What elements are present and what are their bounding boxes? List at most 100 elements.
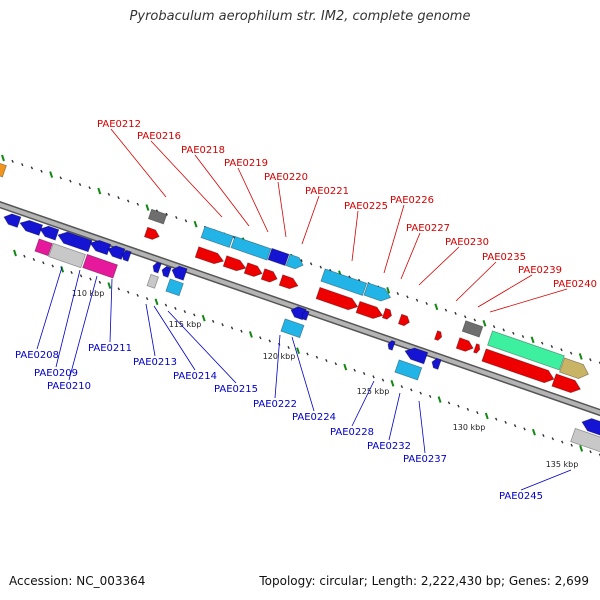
coord-dot [494, 417, 498, 421]
coord-dot [107, 192, 111, 196]
gene-label-pae0245: PAE0245 [499, 491, 543, 502]
gene-magenta [34, 238, 53, 257]
gene-label-pae0237: PAE0237 [403, 454, 447, 465]
coord-dot [193, 313, 196, 317]
gene-olive [559, 357, 590, 380]
coord-dot [325, 359, 328, 363]
coord-dot [381, 378, 385, 382]
gene-red [473, 343, 481, 354]
coord-dot [504, 420, 507, 424]
gene-label-pae0228: PAE0228 [330, 427, 374, 438]
leader-line [418, 400, 426, 454]
accession-text: Accession: NC_003364 [9, 574, 146, 588]
coord-dot [136, 293, 139, 297]
gene-label-pae0225: PAE0225 [344, 201, 388, 212]
coord-dot [287, 345, 290, 349]
coord-dot [184, 219, 188, 223]
gene-gray [147, 208, 168, 225]
coord-dot [551, 437, 555, 441]
gene-label-pae0213: PAE0213 [133, 357, 177, 368]
coord-dot [570, 443, 573, 447]
gene-red [434, 330, 443, 341]
coord-dot [502, 328, 505, 332]
coord-dot [164, 303, 168, 307]
gene-green [487, 330, 565, 371]
gene-label-pae0216: PAE0216 [137, 131, 181, 142]
gene-red [315, 286, 359, 311]
kbp-tick-label: 115 kbp [169, 320, 202, 329]
gene-label-pae0240: PAE0240 [553, 279, 597, 290]
coord-dot [300, 258, 303, 263]
coord-dot [466, 407, 470, 411]
gene-blue [161, 265, 172, 278]
gene-red [243, 262, 263, 277]
coord-dot [107, 282, 112, 289]
coord-dot [406, 295, 409, 299]
gene-features [0, 161, 600, 454]
gene-blue [581, 418, 600, 438]
leader-line [55, 269, 81, 368]
gene-blue [404, 347, 429, 365]
map-title: Pyrobaculum aerophilum str. IM2, complet… [129, 9, 471, 24]
coord-dot [386, 286, 391, 294]
leader-line [291, 336, 315, 412]
coord-dot [126, 290, 130, 294]
gene-red [397, 313, 410, 327]
leader-line [477, 274, 533, 308]
coord-dot [372, 375, 375, 379]
coord-dot [579, 445, 584, 452]
coord-dot [444, 308, 448, 312]
coord-dot [309, 262, 313, 266]
gene-label-pae0221: PAE0221 [305, 186, 349, 197]
coord-dot [145, 297, 149, 301]
coord-dot [32, 258, 36, 262]
topology-text: Topology: circular; Length: 2,222,430 bp… [259, 574, 589, 588]
leader-line [400, 232, 421, 280]
kbp-tick-label: 125 kbp [357, 387, 390, 396]
coord-dot [240, 329, 243, 333]
coord-dot [40, 169, 43, 173]
coord-dot [578, 353, 583, 360]
gene-label-pae0230: PAE0230 [445, 237, 489, 248]
coord-dot [492, 325, 496, 329]
leader-line [418, 246, 460, 286]
coordinate-dots [1, 154, 600, 457]
gene-blue [267, 247, 290, 267]
gene-labels: PAE0212PAE0216PAE0218PAE0219PAE0220PAE02… [15, 119, 597, 502]
leader-line [489, 288, 568, 313]
gene-red [481, 348, 555, 384]
coord-dot [211, 319, 215, 323]
gene-label-pae0210: PAE0210 [47, 381, 91, 392]
coord-dot [457, 404, 460, 408]
coord-dot [425, 301, 428, 305]
coord-dot [437, 396, 442, 403]
coord-dot [512, 331, 515, 335]
coord-dot [589, 358, 592, 362]
coord-dot [117, 287, 121, 291]
gene-blue [107, 245, 126, 260]
gene-red [278, 274, 299, 290]
gene-red [260, 268, 278, 283]
coord-dot [447, 401, 451, 405]
gene-red [381, 307, 393, 320]
gene-red [355, 300, 384, 319]
gene-red [455, 337, 474, 352]
coord-dot [521, 335, 525, 339]
gene-blue [171, 265, 188, 281]
coord-dot [21, 163, 24, 167]
coord-dot [589, 450, 592, 454]
kbp-tick-label: 120 kbp [263, 352, 296, 361]
gene-cyan [230, 235, 272, 261]
coord-dot [183, 310, 187, 314]
coord-dot [482, 320, 487, 327]
coord-dot [165, 212, 168, 216]
coord-dot [201, 314, 206, 322]
gene-label-pae0224: PAE0224 [292, 412, 336, 423]
coord-dot [136, 202, 140, 206]
gene-orange [0, 161, 7, 178]
leader-line [153, 305, 196, 371]
leader-line [150, 140, 223, 218]
leader-line [36, 266, 63, 350]
coord-dot [88, 186, 91, 190]
coord-dot [296, 347, 301, 355]
